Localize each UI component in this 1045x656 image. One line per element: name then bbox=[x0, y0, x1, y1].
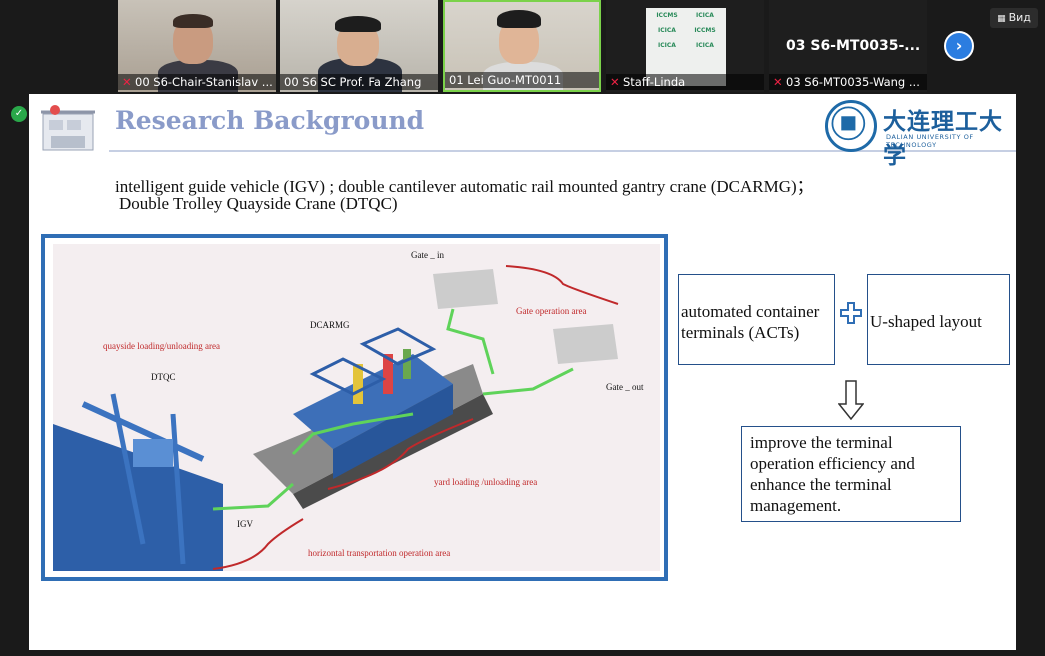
mic-muted-icon: ✕ bbox=[610, 75, 620, 89]
participant-label: 01 Lei Guo-MT0011 bbox=[445, 72, 599, 88]
label-gate-out: Gate _ out bbox=[606, 382, 644, 392]
figure-canvas: Gate _ in Gate operation area DCARMG qua… bbox=[53, 244, 660, 571]
participant-label: ✕Staff-Linda bbox=[606, 74, 764, 90]
university-name-en: DALIAN UNIVERSITY OF TECHNOLOGY bbox=[886, 133, 974, 149]
plus-icon bbox=[840, 302, 862, 324]
participant-name: 03 S6-MT0035-Wang ... bbox=[786, 75, 920, 89]
participant-tile[interactable]: ✕00 S6-Chair-Stanislav ... bbox=[118, 0, 276, 92]
participant-label: 00 S6 SC Prof. Fa Zhang bbox=[280, 74, 438, 90]
shared-slide: Research Background 大连理工大学 DALIAN UNIVER… bbox=[29, 94, 1016, 650]
label-horizontal: horizontal transportation operation area bbox=[308, 548, 451, 558]
participant-hair bbox=[497, 10, 541, 28]
label-gate-operation: Gate operation area bbox=[516, 306, 587, 316]
label-gate-in: Gate _ in bbox=[411, 250, 444, 260]
participant-name: 00 S6-Chair-Stanislav ... bbox=[135, 75, 273, 89]
security-shield-icon[interactable]: ✓ bbox=[11, 106, 27, 122]
participant-tile-active[interactable]: 01 Lei Guo-MT0011 bbox=[443, 0, 601, 92]
title-divider bbox=[109, 150, 1016, 152]
participant-name: Staff-Linda bbox=[623, 75, 686, 89]
label-quayside: quayside loading/unloading area bbox=[103, 341, 220, 351]
view-button-label: Вид bbox=[1008, 11, 1031, 24]
participant-label: ✕00 S6-Chair-Stanislav ... bbox=[118, 74, 276, 90]
grid-icon: ▦ bbox=[997, 14, 1006, 24]
arrow-down-icon bbox=[838, 380, 864, 420]
university-name-cn: 大连理工大学 bbox=[883, 108, 1003, 169]
participant-label: ✕03 S6-MT0035-Wang ... bbox=[769, 74, 927, 90]
participant-strip: ✕00 S6-Chair-Stanislav ... 00 S6 SC Prof… bbox=[0, 0, 1045, 92]
acts-box: automated container terminals (ACTs) bbox=[678, 274, 835, 365]
label-igv: IGV bbox=[237, 519, 253, 529]
terminal-layout-figure: Gate _ in Gate operation area DCARMG qua… bbox=[41, 234, 668, 581]
port-crane-logo-icon bbox=[41, 105, 95, 151]
mic-muted-icon: ✕ bbox=[773, 75, 783, 89]
label-dcarmg: DCARMG bbox=[310, 320, 350, 330]
participant-hair bbox=[173, 14, 213, 28]
participant-tile[interactable]: 00 S6 SC Prof. Fa Zhang bbox=[280, 0, 438, 92]
participant-name: 00 S6 SC Prof. Fa Zhang bbox=[284, 75, 422, 89]
definitions-line-2: Double Trolley Quayside Crane (DTQC) bbox=[119, 194, 398, 213]
mic-muted-icon: ✕ bbox=[122, 75, 132, 89]
participant-hair bbox=[335, 16, 381, 32]
terminal-illustration bbox=[53, 265, 619, 571]
university-seal-icon bbox=[825, 100, 877, 152]
result-box: improve the terminal operation efficienc… bbox=[741, 426, 961, 522]
next-page-button[interactable]: › bbox=[944, 31, 974, 61]
chevron-right-icon: › bbox=[955, 36, 963, 55]
participant-name: 01 Lei Guo-MT0011 bbox=[449, 73, 562, 87]
slide-title: Research Background bbox=[115, 106, 425, 135]
label-yard: yard loading /unloading area bbox=[434, 477, 538, 487]
label-dtqc: DTQC bbox=[151, 372, 176, 382]
participant-tile[interactable]: ✕03 S6-MT0035-Wang ... bbox=[769, 0, 927, 92]
u-shaped-box: U-shaped layout bbox=[867, 274, 1010, 365]
definitions-line-1: intelligent guide vehicle (IGV) ; double… bbox=[115, 177, 814, 196]
view-button[interactable]: ▦Вид bbox=[990, 8, 1038, 28]
active-participant-name: 03 S6-MT0035-... bbox=[786, 38, 921, 54]
